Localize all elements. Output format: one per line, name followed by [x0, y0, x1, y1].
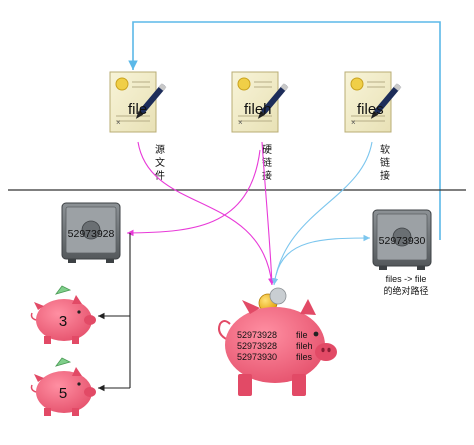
document-name: fileh — [244, 101, 272, 118]
block-number: 5 — [59, 385, 67, 402]
symlink-loop-arrow — [128, 21, 441, 240]
files-to-pig-arrow — [271, 141, 373, 286]
svg-text:软: 软 — [380, 143, 390, 156]
seal-icon — [115, 77, 129, 91]
filename-row-2: fileh — [296, 341, 313, 351]
fileh-to-left-safe-arrow — [126, 149, 261, 237]
document-name: file — [128, 101, 147, 118]
pen-icon — [370, 83, 402, 119]
document-file: × file — [109, 71, 167, 133]
pen-icon — [257, 83, 289, 119]
document-files: × files — [344, 71, 402, 133]
label-soft-link: 软 链 接 — [380, 143, 390, 182]
filename-row-3: files — [296, 352, 313, 362]
coin-icon — [269, 287, 287, 305]
svg-text:链: 链 — [262, 156, 272, 169]
inode-row-2: 52973928 — [237, 341, 277, 351]
dial-icon — [392, 227, 412, 247]
label-hard-link: 硬 链 接 — [262, 144, 272, 182]
small-pig-2: 5 — [30, 357, 96, 416]
pen-icon — [135, 83, 167, 119]
svg-text:链: 链 — [380, 156, 390, 169]
svg-text:源: 源 — [155, 143, 165, 156]
inode-number: 52973928 — [68, 228, 115, 240]
svg-text:接: 接 — [380, 169, 390, 182]
label-source-file: 源 文 件 — [155, 143, 165, 182]
inode-to-blocks-bracket — [98, 233, 131, 392]
big-pig: 52973928 52973928 52973930 file fileh fi… — [218, 287, 337, 396]
right-safe-caption-line-1: files -> file — [386, 274, 427, 284]
inode-row-3: 52973930 — [237, 352, 277, 362]
svg-text:×: × — [238, 118, 243, 127]
dial-icon — [81, 220, 101, 240]
svg-text:硬: 硬 — [262, 144, 272, 156]
svg-text:×: × — [116, 118, 121, 127]
safe-right: 52973930 — [372, 209, 432, 270]
pig-to-right-safe-arrow — [275, 234, 371, 276]
fileh-to-pig-arrow — [261, 141, 276, 286]
seal-icon — [237, 77, 251, 91]
safe-left: 52973928 — [61, 202, 121, 263]
svg-text:×: × — [351, 118, 356, 127]
document-fileh: × fileh — [231, 71, 289, 133]
file-to-pig-arrow — [137, 141, 275, 286]
block-number: 3 — [59, 313, 67, 330]
inode-row-1: 52973928 — [237, 330, 277, 340]
svg-text:文: 文 — [155, 156, 165, 169]
small-pig-1: 3 — [30, 285, 96, 344]
document-name: files — [357, 101, 384, 118]
inode-number: 52973930 — [379, 235, 426, 247]
svg-text:件: 件 — [155, 170, 165, 182]
right-safe-caption-line-2: 的绝对路径 — [383, 285, 428, 296]
svg-text:接: 接 — [262, 169, 272, 182]
filename-row-1: file — [296, 330, 308, 340]
seal-icon — [350, 77, 364, 91]
